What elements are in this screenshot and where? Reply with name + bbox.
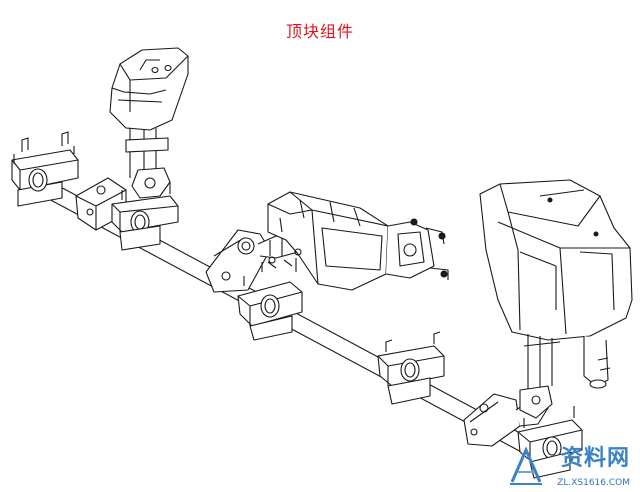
watermark: 资料网 ZL.XS1616.COM [506,440,636,492]
cylinder-block [267,191,449,291]
left-bearing-block [11,131,79,207]
upper-handle-assembly [109,47,189,199]
drawing-title: 顶块组件 [285,22,354,41]
fastener-details [267,248,302,269]
watermark-url: ZL.XS1616.COM [557,478,630,488]
bearing-block-4 [377,331,445,405]
watermark-logo-icon [510,446,542,485]
watermark-text: 资料网 [560,446,630,471]
bearing-block-2 [75,177,179,251]
right-clamp-block [463,393,583,479]
right-housing [479,179,633,419]
center-clamp-block [205,229,303,341]
